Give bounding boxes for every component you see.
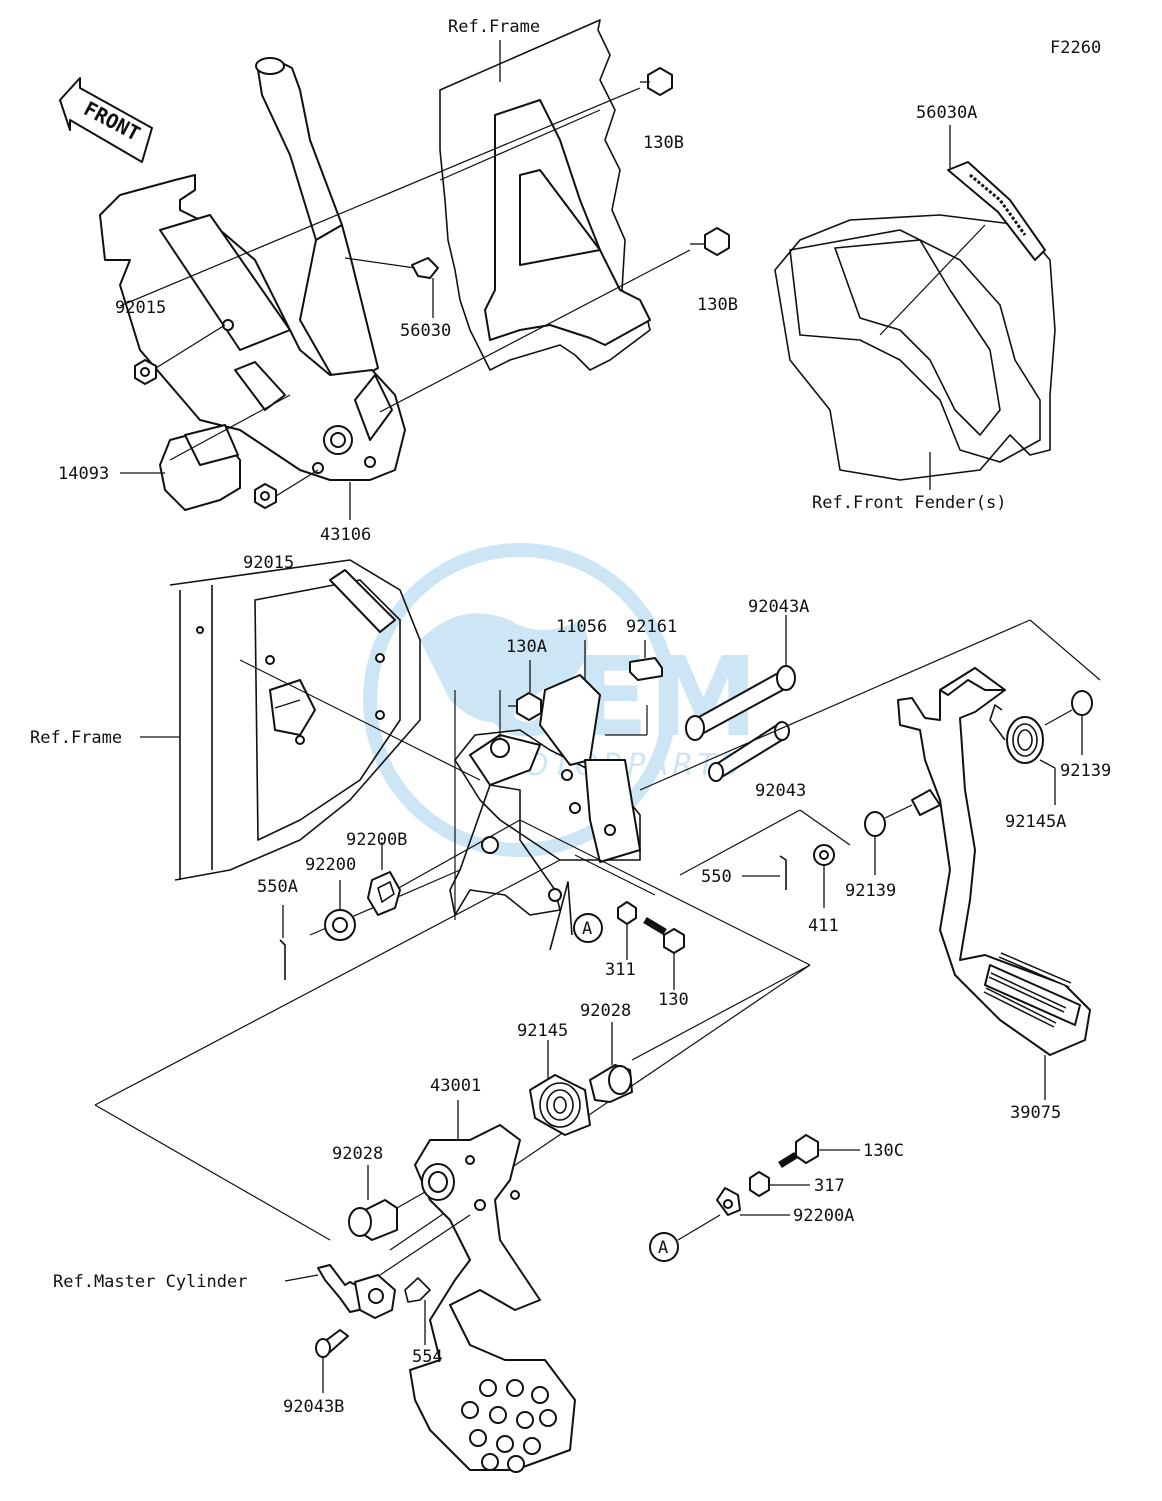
part-92028-upper-label: 92028: [580, 1001, 631, 1021]
part-130c-label: 130C: [863, 1141, 904, 1161]
shaft-92043: [708, 721, 790, 782]
bolt-130: [643, 916, 685, 990]
cotter-pin-550a: [279, 905, 286, 980]
parking-brake-lever: [255, 57, 379, 391]
accelerator-pedal-39075: [897, 667, 1091, 1100]
part-311-label: 311: [605, 960, 636, 980]
nut-317: [749, 1171, 810, 1197]
part-92145-label: 92145: [517, 1021, 568, 1041]
watermark-globe: [363, 543, 677, 857]
bushing-92028-lower: [348, 1165, 426, 1241]
washer-92200b: [367, 842, 401, 916]
brake-pedal-pad-holes: [461, 1379, 557, 1473]
part-39075-label: 39075: [1010, 1103, 1061, 1123]
washer-92200a: [716, 1187, 790, 1216]
ref-front-fender-label: Ref.Front Fender(s): [812, 493, 1006, 513]
part-92161-label: 92161: [626, 617, 677, 637]
part-56030a-label: 56030A: [916, 103, 977, 123]
diagram-code: F2260: [1050, 38, 1101, 58]
part-130b-upper-label: 130B: [643, 133, 684, 153]
bolt-130c: [778, 1134, 860, 1168]
part-130b-lower-label: 130B: [697, 295, 738, 315]
frame-lower-left: [140, 559, 421, 881]
bushing-92139-right: [1044, 690, 1093, 755]
part-14093-label: 14093: [58, 464, 109, 484]
part-550-label: 550: [701, 867, 732, 887]
part-550a-label: 550A: [257, 877, 298, 897]
bolt-130b-upper: [640, 67, 673, 96]
part-43106-label: 43106: [320, 525, 371, 545]
part-92028-lower-label: 92028: [332, 1144, 383, 1164]
part-92139-right-label: 92139: [1060, 761, 1111, 781]
brake-pedal-43001: [409, 1100, 576, 1473]
washer-411: [813, 844, 835, 908]
switch-14093: [159, 424, 241, 511]
part-92015-upper-label: 92015: [115, 298, 166, 318]
part-554-label: 554: [412, 1347, 443, 1367]
ref-frame-top-label: Ref.Frame: [448, 17, 540, 37]
cotter-pin-550: [742, 855, 787, 890]
master-cylinder-clevis: [284, 1214, 471, 1319]
part-11056-label: 11056: [556, 617, 607, 637]
trim-56030a: [947, 125, 1046, 261]
nut-92015-lower: [254, 483, 277, 509]
part-130-label: 130: [658, 990, 689, 1010]
part-56030-label: 56030: [400, 321, 451, 341]
callout-a-upper: [549, 881, 603, 951]
part-92043b-label: 92043B: [283, 1397, 344, 1417]
part-92200b-label: 92200B: [346, 830, 407, 850]
callout-a-lower: [649, 1214, 721, 1262]
pin-92043b: [315, 1329, 349, 1393]
callout-a-lower-label: A: [658, 1238, 668, 1258]
part-130a-label: 130A: [506, 637, 547, 657]
part-92200a-label: 92200A: [793, 1206, 854, 1226]
part-92139-left-label: 92139: [845, 881, 896, 901]
clip-56030: [411, 257, 439, 279]
front-fender: [774, 214, 1056, 490]
watermark-continents: [420, 613, 588, 723]
bushing-92139-left: [864, 789, 941, 875]
shaft-92043a: [685, 615, 796, 741]
spring-92145a: [989, 704, 1056, 805]
bushing-92028-upper: [589, 1022, 633, 1103]
ref-frame-left-label: Ref.Frame: [30, 728, 122, 748]
nut-92015-upper: [134, 359, 157, 385]
part-43001-label: 43001: [430, 1076, 481, 1096]
callout-a-upper-label: A: [582, 919, 592, 939]
bolt-130b-lower: [690, 227, 730, 256]
part-92200-label: 92200: [305, 855, 356, 875]
part-92145a-label: 92145A: [1005, 812, 1066, 832]
pedal-bracket: [449, 674, 641, 920]
part-92015-lower-label: 92015: [243, 553, 294, 573]
part-92043a-label: 92043A: [748, 597, 809, 617]
spring-92145: [529, 1040, 591, 1136]
washer-92200: [324, 880, 356, 941]
front-arrow-icon: FRONT: [59, 77, 153, 163]
clip-554: [404, 1277, 431, 1345]
brake-lever-bracket-43106: [99, 174, 406, 481]
ref-master-cylinder-label: Ref.Master Cylinder: [53, 1272, 247, 1292]
part-317-label: 317: [814, 1176, 845, 1196]
frame-bracket-upper: [439, 19, 651, 371]
nut-311: [617, 901, 637, 960]
part-92043-label: 92043: [755, 781, 806, 801]
bolt-130a: [508, 660, 542, 721]
part-411-label: 411: [808, 916, 839, 936]
stopper-92161: [605, 640, 663, 736]
